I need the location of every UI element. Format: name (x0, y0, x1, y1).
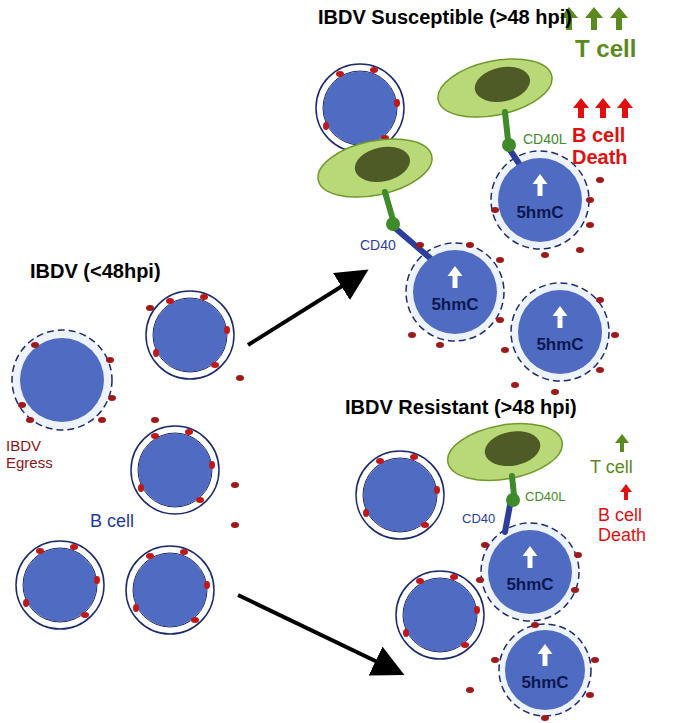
up-arrow (505, 630, 585, 710)
marker-text: 5hmC (521, 673, 568, 693)
b-cell: 5hmC (413, 250, 497, 334)
process-label: IBDV Egress (6, 438, 66, 471)
marker-text: 5hmC (506, 575, 553, 595)
panel-title: IBDV (<48hpi) (30, 260, 161, 282)
panel-title: IBDV Susceptible (>48 hpi) (318, 6, 572, 28)
outcome-label: B cell Death (572, 124, 662, 168)
b-cell: 5hmC (498, 158, 582, 242)
outcome-label: B cell Death (598, 506, 678, 546)
b-cell: 5hmC (488, 530, 572, 614)
cell-label: B cell (90, 512, 134, 532)
panel-title: IBDV Resistant (>48 hpi) (345, 396, 577, 418)
up-arrow (413, 250, 497, 334)
marker-text: 5hmC (536, 335, 583, 355)
up-arrow (488, 530, 572, 614)
marker-text: 5hmC (431, 295, 478, 315)
up-arrow (498, 158, 582, 242)
cell-label: T cell (590, 458, 633, 478)
marker-text: 5hmC (516, 203, 563, 223)
up-arrow (518, 290, 602, 374)
cell-label: T cell (575, 36, 636, 62)
receptor-label: CD40L (523, 132, 567, 147)
receptor-label: CD40 (462, 512, 495, 526)
receptor-label: CD40 (360, 238, 396, 253)
receptor-label: CD40L (525, 490, 565, 504)
b-cell: 5hmC (505, 630, 585, 710)
b-cell: 5hmC (518, 290, 602, 374)
